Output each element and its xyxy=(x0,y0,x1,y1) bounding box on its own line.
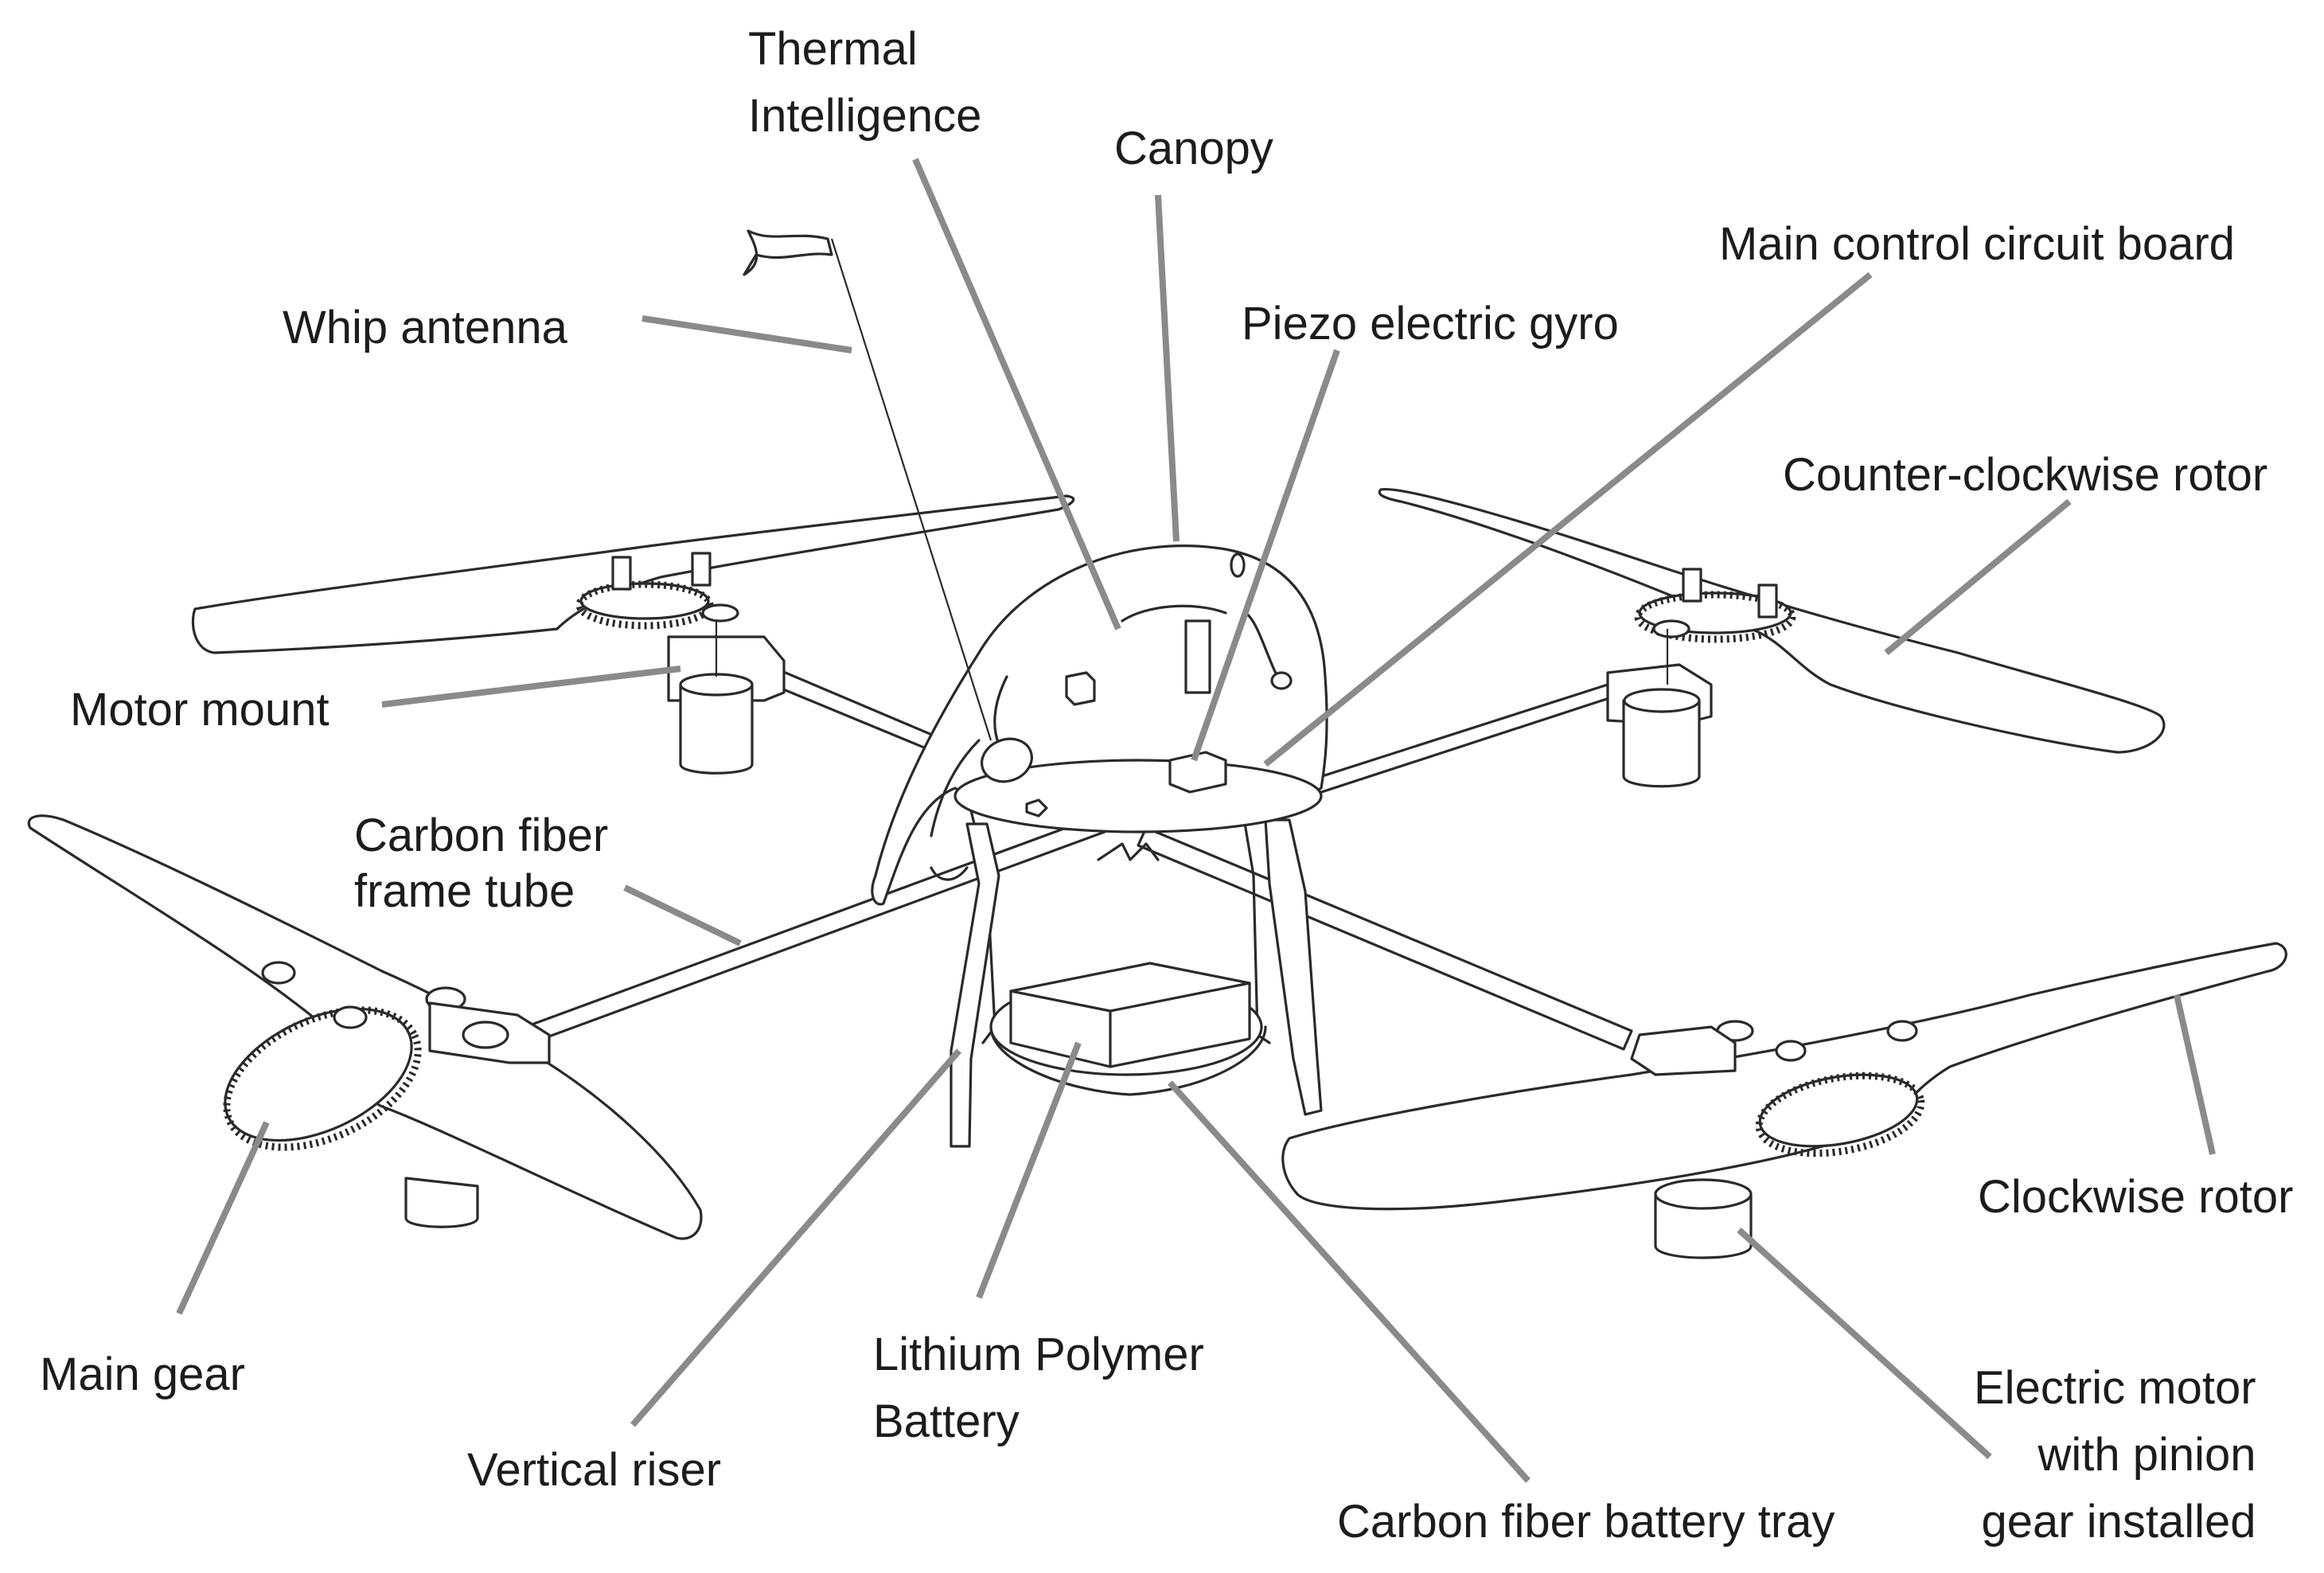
leader-vertical-riser xyxy=(630,1048,962,1427)
leader-motor-mount xyxy=(381,666,681,708)
label-whip-antenna: Whip antenna xyxy=(283,302,567,353)
leader-electric-motor xyxy=(1737,1228,1992,1459)
leader-whip-antenna xyxy=(641,315,852,353)
label-carbon-fiber-frame-tube: Carbon fiber frame tube xyxy=(354,810,609,917)
leader-carbon-fiber-battery-tray xyxy=(1168,1080,1530,1483)
label-motor-mount: Motor mount xyxy=(70,684,329,736)
label-carbon-fiber-battery-tray: Carbon fiber battery tray xyxy=(1337,1496,1835,1548)
leader-piezo-electric-gyro xyxy=(1191,349,1340,762)
rotor-front-left xyxy=(27,814,703,1240)
leader-canopy xyxy=(1155,194,1180,542)
label-lithium-polymer-battery: Lithium Polymer Battery xyxy=(873,1329,1204,1447)
label-thermal-intelligence: Thermal Intelligence xyxy=(748,23,982,142)
whip-antenna-drawing xyxy=(743,229,992,741)
label-main-control-circuit-board: Main control circuit board xyxy=(1719,218,2235,270)
leader-carbon-fiber-frame-tube xyxy=(623,884,742,947)
label-clockwise-rotor: Clockwise rotor xyxy=(1978,1171,2294,1223)
label-vertical-riser: Vertical riser xyxy=(467,1444,722,1496)
leader-counter-clockwise-rotor xyxy=(1884,498,2072,656)
leader-clockwise-rotor xyxy=(2174,994,2216,1155)
leader-lithium-polymer-battery xyxy=(976,1041,1082,1299)
leader-lines xyxy=(176,158,2216,1483)
label-main-gear: Main gear xyxy=(40,1349,245,1400)
label-electric-motor: Electric motor with pinion gear installe… xyxy=(1974,1362,2256,1548)
label-counter-clockwise-rotor: Counter-clockwise rotor xyxy=(1783,449,2268,501)
leader-thermal-intelligence xyxy=(912,158,1121,630)
label-piezo-electric-gyro: Piezo electric gyro xyxy=(1242,298,1619,349)
rotor-back-right xyxy=(1378,487,2166,788)
label-canopy: Canopy xyxy=(1114,123,1273,174)
canopy-shape xyxy=(871,544,1328,906)
central-body xyxy=(949,802,1323,1148)
leader-main-control-circuit-board xyxy=(1263,271,1873,767)
leader-main-gear xyxy=(176,1121,270,1315)
rotor-back-left xyxy=(191,494,1075,775)
